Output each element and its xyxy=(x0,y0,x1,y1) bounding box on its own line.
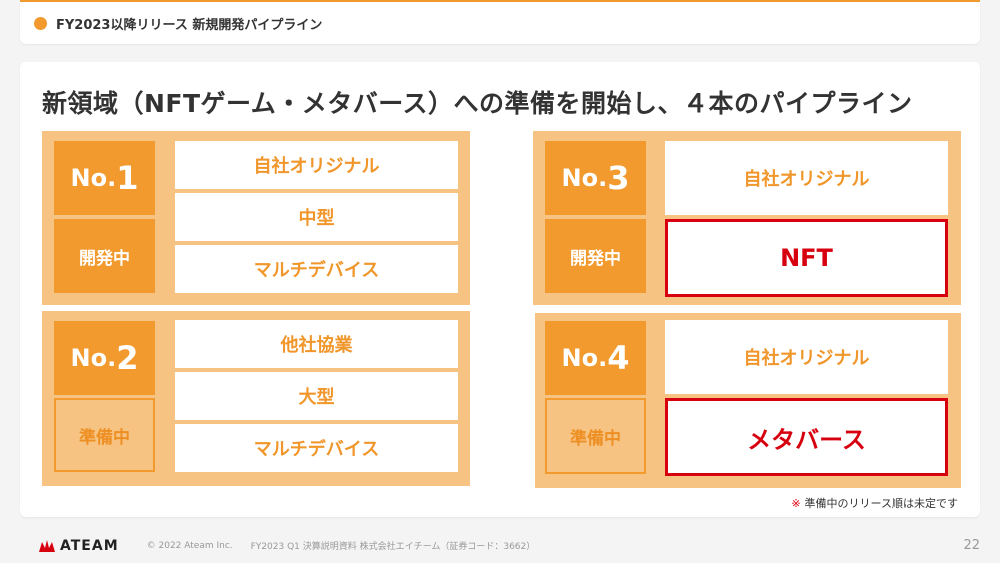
pipeline-1-item-1: 自社オリジナル xyxy=(175,141,458,189)
number-prefix: No. xyxy=(561,164,608,192)
company-logo: ATEAM xyxy=(38,538,119,554)
status-badge-2: 準備中 xyxy=(54,398,155,472)
page-number: 22 xyxy=(963,538,980,553)
number-value: 1 xyxy=(116,159,139,197)
section-title: FY2023以降リリース 新規開発パイプライン xyxy=(56,17,323,33)
number-prefix: No. xyxy=(561,344,608,372)
ateam-logo-icon xyxy=(39,539,55,552)
pipeline-1-item-3: マルチデバイス xyxy=(175,245,458,293)
note-mark: ※ xyxy=(791,497,801,510)
logo-text: ATEAM xyxy=(60,537,119,554)
page-headline: 新領域（NFTゲーム・メタバース）への準備を開始し、４本のパイプライン xyxy=(42,89,913,118)
bullet-dot-icon xyxy=(34,16,47,30)
pipeline-3-item-2-highlight: NFT xyxy=(665,219,948,297)
number-value: 4 xyxy=(607,339,630,377)
number-prefix: No. xyxy=(70,164,117,192)
document-info: FY2023 Q1 決算説明資料 株式会社エイチーム（証券コード：3662） xyxy=(250,542,536,552)
pipeline-number-2: No.2 xyxy=(54,321,155,395)
footer: ATEAM © 2022 Ateam Inc. FY2023 Q1 決算説明資料… xyxy=(20,528,980,563)
footnote: ※準備中のリリース順は未定です xyxy=(791,495,958,511)
pipeline-1-item-2: 中型 xyxy=(175,193,458,241)
number-prefix: No. xyxy=(70,344,117,372)
status-badge-3: 開発中 xyxy=(545,219,646,293)
pipeline-number-4: No.4 xyxy=(545,321,646,395)
pipeline-4-item-2-highlight: メタバース xyxy=(665,398,948,476)
pipeline-number-1: No.1 xyxy=(54,141,155,215)
pipeline-4-item-1: 自社オリジナル xyxy=(665,320,948,394)
number-value: 3 xyxy=(607,159,630,197)
number-value: 2 xyxy=(116,339,139,377)
top-accent-line xyxy=(20,0,980,2)
pipeline-2-item-1: 他社協業 xyxy=(175,320,458,368)
status-badge-1: 開発中 xyxy=(54,219,155,293)
pipeline-2-item-3: マルチデバイス xyxy=(175,424,458,472)
pipeline-2-item-2: 大型 xyxy=(175,372,458,420)
copyright: © 2022 Ateam Inc. xyxy=(146,540,233,551)
pipeline-3-item-1: 自社オリジナル xyxy=(665,141,948,215)
section-header: FY2023以降リリース 新規開発パイプライン xyxy=(20,2,980,44)
pipeline-number-3: No.3 xyxy=(545,141,646,215)
status-badge-4: 準備中 xyxy=(545,398,646,474)
note-text: 準備中のリリース順は未定です xyxy=(804,497,958,510)
